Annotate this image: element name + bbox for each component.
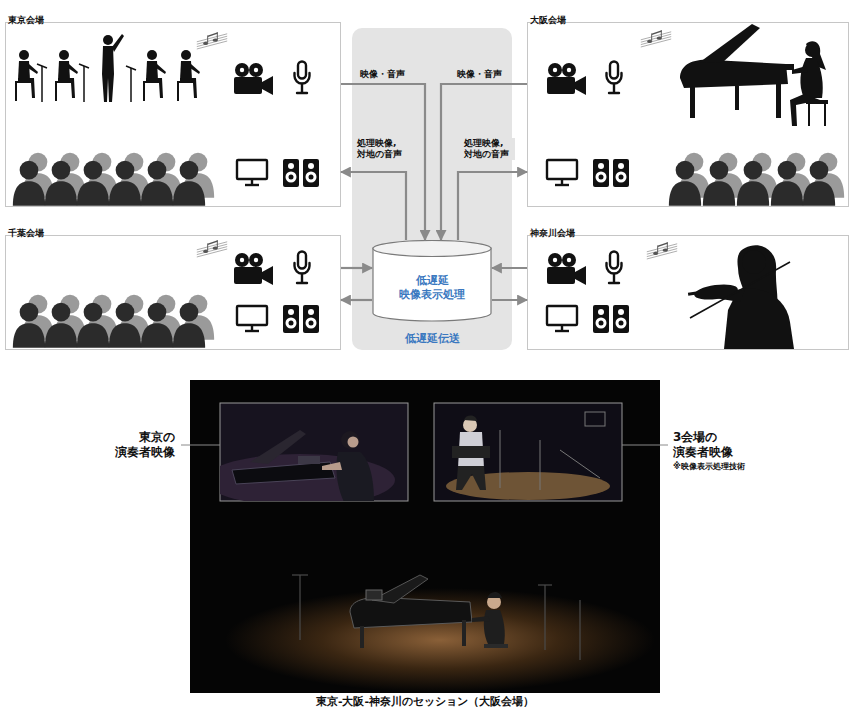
microphone [295,62,310,94]
music-notes [641,30,671,47]
microphone [295,252,310,284]
pianist-silhouette [790,41,828,126]
violinist-silhouette [688,245,794,349]
music-notes [647,242,677,259]
venue-panel: 神奈川会場 [527,235,849,350]
connector-arrow [492,267,527,269]
microphone [607,62,622,94]
audience-silhouette [13,295,214,348]
monitor [237,306,267,331]
label-holder: 東京の 演奏者映像 [103,430,175,460]
leader-line [622,445,668,446]
venue-heading: 千葉会場 [8,228,44,239]
audience-silhouette [669,153,844,206]
video-camera [234,63,273,95]
connector-arrow [341,172,406,240]
edge-label-holder: 映像・音声 [359,69,406,80]
venue-heading: 東京会場 [8,15,44,26]
connector-arrow [341,267,372,269]
label-holder: ※映像表示処理技術 [673,462,745,472]
music-notes [197,240,227,257]
photo-label: 3会場の 演奏者映像 [673,430,745,460]
monitor [547,306,577,331]
speakers [283,159,319,187]
video-camera [547,253,586,285]
figure-caption: 東京-大阪-神奈川のセッション（大阪会場） [190,695,660,709]
connector-arrow [458,172,527,240]
speakers [593,305,629,333]
monitor [547,160,577,185]
connector-arrow [441,84,527,240]
speakers [283,305,319,333]
inset-video-tokyo [205,403,408,506]
connector-arrow [341,299,372,301]
photo-label: ※映像表示処理技術 [673,462,745,472]
cylinder-body [373,248,491,321]
photo-label: 東京の 演奏者映像 [103,430,175,460]
audience-silhouette [13,153,214,206]
edge-label: 映像・音声 [456,69,503,80]
label-holder: 3会場の 演奏者映像 [673,430,745,460]
processing-cylinder: 低遅延 映像表示処理 [372,240,492,322]
connector-arrow [492,299,527,301]
venue-panel: 大阪会場 [527,22,849,207]
process-label: 低遅延 映像表示処理 [394,274,471,302]
video-camera [547,63,586,95]
edge-label-holder: 処理映像, 対地の音声 [356,138,408,160]
monitor [237,160,267,185]
music-notes [197,32,227,49]
edge-label: 映像・音声 [359,69,406,80]
cylinder-top [373,241,491,257]
band-label: 低遅延伝送 [405,332,460,345]
connector-arrow [341,84,425,240]
edge-label-holder: 処理映像, 対地の音声 [463,138,515,160]
venue-heading: 大阪会場 [530,15,566,26]
inset-video-three-venues [434,403,622,501]
video-camera [234,253,273,285]
label-holder: 東京-大阪-神奈川のセッション（大阪会場） [190,695,660,709]
performance-photo [181,380,668,693]
leader-line [181,445,220,446]
venue-panel: 東京会場 [5,22,341,207]
edge-label: 処理映像, 対地の音声 [463,138,515,160]
venue-heading: 神奈川会場 [530,228,575,239]
edge-label: 処理映像, 対地の音声 [356,138,408,160]
venue-panel: 千葉会場 [5,235,341,350]
piano-silhouette [680,24,794,118]
orchestra-silhouette [15,34,200,102]
edge-label-holder: 映像・音声 [456,69,503,80]
microphone [607,252,622,284]
speakers [593,159,629,187]
